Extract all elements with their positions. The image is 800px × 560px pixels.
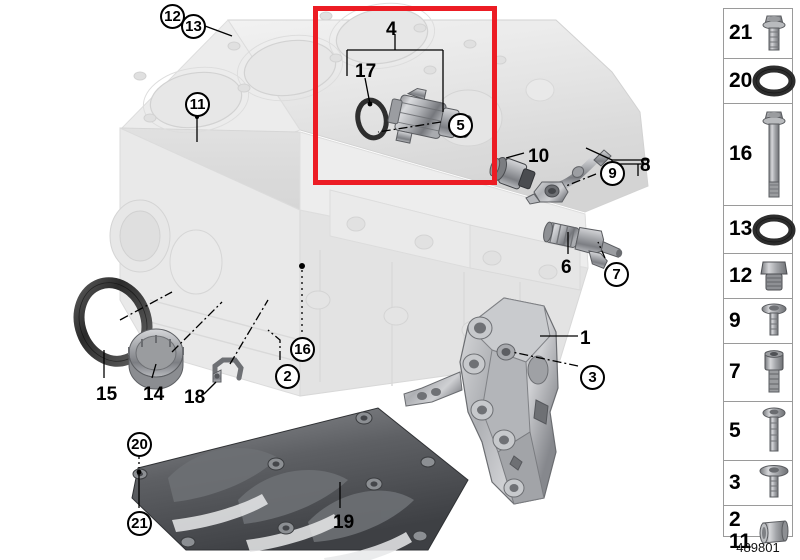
callout-10[interactable]: 10 [528,146,550,167]
part-6-7-oil-spray-nozzle [543,221,623,270]
sidebar-part-row-13[interactable]: 13 [724,206,795,254]
callout-4[interactable]: 4 [386,19,397,40]
sidebar-part-row-7[interactable]: 7 [724,344,792,402]
sidebar-part-number: 12 [729,263,753,287]
callout-21[interactable]: 21 [127,511,152,536]
o-ring-icon [752,59,795,103]
long-hex-flange-bolt-icon [755,104,792,205]
o-ring-icon [752,206,795,253]
sidebar-part-row-20[interactable]: 20 [724,59,795,104]
sidebar-part-number: 5 [729,418,741,442]
callout-1[interactable]: 1 [580,328,591,349]
callout-16[interactable]: 16 [290,337,315,362]
callout-6[interactable]: 6 [561,257,572,278]
callout-7[interactable]: 7 [604,262,629,287]
diagram-id-label: 489801 [736,540,780,555]
highlight-box [313,6,497,185]
sidebar-part-number: 3 [729,470,741,494]
callout-9[interactable]: 9 [600,161,625,186]
torx-pan-bolt-icon [755,299,792,343]
callout-3[interactable]: 3 [580,365,605,390]
screw-plug-icon [755,254,792,298]
part-17-o-ring [355,97,389,141]
sidebar-part-row-9[interactable]: 9 [724,299,792,344]
sidebar-part-row-12[interactable]: 12 [724,254,792,299]
callout-18[interactable]: 18 [184,387,206,408]
part-8-9-oil-spray-nozzle [525,149,612,205]
callout-5[interactable]: 5 [448,113,473,138]
callout-14[interactable]: 14 [143,384,165,405]
bushing-sleeve-icon [755,506,792,556]
leader-lines [103,25,649,508]
flange-bolt-icon [755,9,792,58]
torx-flange-bolt-icon [755,402,792,460]
callout-19[interactable]: 19 [333,512,355,533]
socket-head-bolt-icon [755,344,792,401]
callout-20[interactable]: 20 [127,432,152,457]
callout-8[interactable]: 8 [640,155,651,176]
callout-12[interactable]: 12 [160,4,185,29]
sidebar-part-number: 7 [729,360,741,384]
sidebar-part-row-5[interactable]: 5 [724,402,792,461]
callout-15[interactable]: 15 [96,384,118,405]
callout-2[interactable]: 2 [275,364,300,389]
sidebar-part-row-21[interactable]: 21 [724,9,792,59]
sidebar-part-number: 20 [729,68,753,92]
callout-17[interactable]: 17 [355,61,377,82]
sidebar-part-number: 16 [729,142,753,166]
part-1-support-bracket [403,297,559,505]
part-19-oil-baffle-plate [131,407,469,560]
sidebar-part-number: 21 [729,21,753,45]
sidebar-part-row-16[interactable]: 16 [724,104,792,206]
part-15-shaft-seal [73,277,153,367]
torx-pan-screw-icon [755,461,792,505]
part-18-retaining-clip [212,357,244,383]
sidebar-part-row-3[interactable]: 3 [724,461,792,506]
callout-13[interactable]: 13 [181,14,206,39]
callout-11[interactable]: 11 [185,92,210,117]
sidebar-part-number: 13 [729,217,753,241]
sidebar-part-number: 9 [729,308,741,332]
part-14-cover-cap [128,328,184,390]
